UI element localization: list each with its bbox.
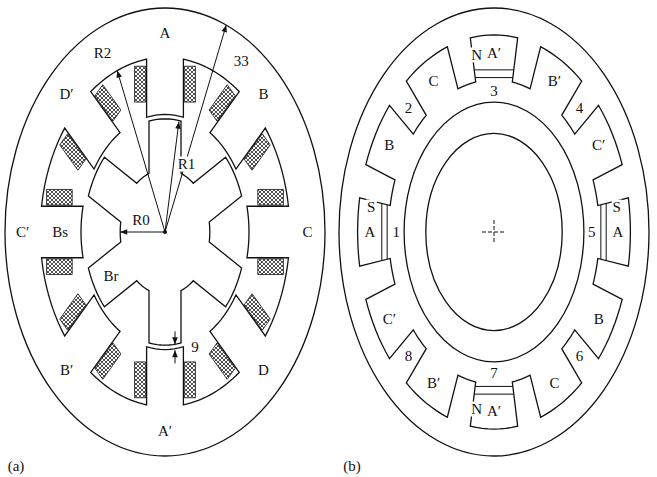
winding-coil [184, 362, 195, 398]
part-label: 6 [575, 348, 585, 363]
part-label: (b) [342, 459, 362, 474]
radius-arrow [165, 122, 179, 232]
winding-coil [135, 66, 146, 102]
part-label: B′ [547, 73, 562, 88]
part-label: 8 [404, 348, 414, 363]
part-label: C′ [591, 137, 606, 152]
housing-outline [339, 8, 649, 456]
arrow-head [117, 71, 122, 79]
stator-outline [5, 8, 325, 456]
arrow-head [172, 337, 178, 344]
part-label: A [159, 25, 172, 40]
part-label: S [366, 200, 376, 215]
winding-coil [244, 134, 270, 170]
winding-coil [244, 294, 270, 330]
part-label: 7 [489, 366, 499, 381]
part-label: B [383, 137, 395, 152]
stator-bore [404, 102, 584, 362]
winding-coil [95, 343, 121, 379]
arrow-head [120, 229, 127, 235]
part-label: N [470, 402, 483, 417]
rotor-poles [88, 119, 241, 345]
part-label: C [301, 225, 313, 240]
stator-teeth [358, 35, 631, 429]
part-label: R1 [177, 157, 197, 172]
arrow-head [172, 350, 178, 357]
arrow-head [222, 25, 227, 33]
radius-arrow [165, 25, 226, 232]
winding-coil [209, 85, 235, 121]
part-label: D [257, 362, 270, 377]
part-label: 2 [404, 101, 414, 116]
arrow-head [175, 122, 181, 129]
part-label: A [612, 225, 625, 240]
part-label: Br [102, 268, 119, 283]
magnet-line [381, 203, 382, 260]
magnet-line [606, 203, 607, 260]
part-label: D′ [59, 87, 75, 102]
part-label: 9 [190, 340, 200, 355]
part-label: B′ [426, 376, 441, 391]
part-label: C′ [15, 225, 30, 240]
winding-coil [135, 362, 146, 398]
part-label: C′ [382, 312, 397, 327]
part-label: (a) [7, 459, 26, 474]
winding-coil [209, 343, 235, 379]
part-label: 5 [587, 225, 597, 240]
center-mark [494, 220, 495, 244]
part-label: B′ [59, 362, 74, 377]
rotor-outline [426, 133, 562, 330]
winding-coil [47, 259, 73, 275]
part-label: 3 [489, 83, 499, 98]
part-label: A′ [157, 424, 173, 439]
part-label: Bs [51, 225, 69, 240]
part-label: 4 [575, 101, 585, 116]
winding-coil [60, 134, 86, 170]
center-dot [163, 230, 167, 234]
stator-poles [42, 59, 289, 405]
part-label: N [470, 47, 483, 62]
part-label: C [548, 376, 560, 391]
magnet-line [474, 394, 514, 395]
winding-coil [95, 85, 121, 121]
part-label: B [257, 87, 269, 102]
radius-arrow [117, 71, 165, 232]
winding-coil [60, 294, 86, 330]
magnet-line [474, 69, 514, 70]
part-label: C [428, 73, 440, 88]
part-label: S [612, 200, 622, 215]
winding-coil [184, 66, 195, 102]
magnet-line [475, 386, 513, 387]
part-label: B [593, 312, 605, 327]
part-label: A [364, 225, 377, 240]
winding-coil [258, 259, 284, 275]
part-label: A′ [486, 404, 502, 419]
magnet-line [387, 205, 388, 259]
part-label: 1 [392, 225, 402, 240]
winding-coil [47, 189, 73, 205]
part-label: 33 [233, 54, 250, 69]
magnet-line [600, 205, 601, 259]
part-label: R2 [93, 45, 113, 60]
winding-coil [258, 189, 284, 205]
magnet-line [475, 77, 513, 78]
part-label: A′ [486, 45, 502, 60]
part-label: R0 [131, 213, 151, 228]
